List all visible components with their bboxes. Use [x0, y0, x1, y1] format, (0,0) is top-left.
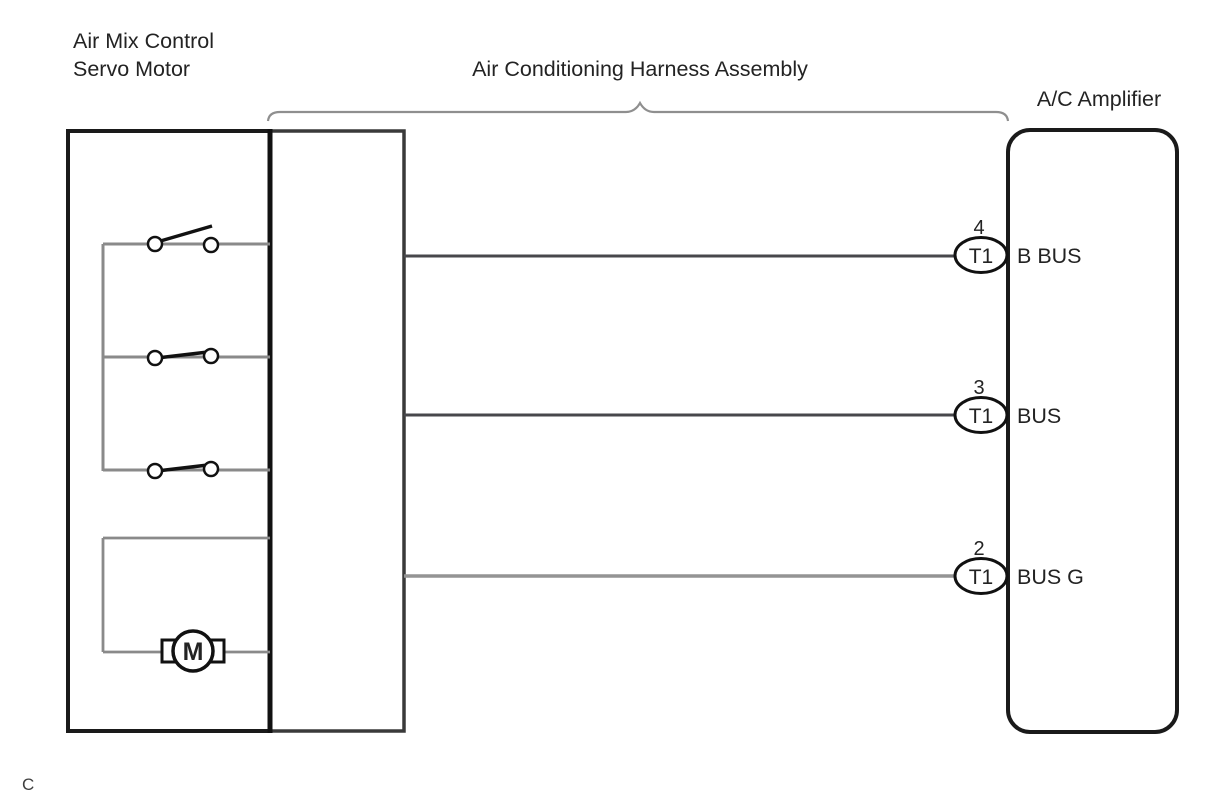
- switch-1-blade: [156, 224, 213, 244]
- pin-number: 2: [973, 538, 984, 560]
- switch-1-contact-left: [146, 235, 164, 253]
- motor-circle: [171, 629, 215, 673]
- switch-3-contact-right: [202, 460, 220, 478]
- switch-3: [103, 460, 270, 480]
- servo-motor-label-line1: Air Mix Control: [73, 29, 214, 53]
- terminal-oval: [953, 557, 1009, 595]
- switch-1: [103, 224, 270, 254]
- pin-number: 3: [973, 377, 984, 399]
- terminal-oval: [953, 396, 1009, 434]
- switch-2-contact-left: [146, 349, 164, 367]
- terminal-bus: 3 T1 BUS: [953, 377, 1061, 434]
- signal-label: BUS G: [1017, 565, 1084, 589]
- switch-3-blade: [156, 463, 209, 473]
- signal-label: B BUS: [1017, 244, 1082, 268]
- switch-2-contact-right: [202, 347, 220, 365]
- terminal-oval: [953, 236, 1009, 274]
- switch-1-contact-right: [202, 236, 220, 254]
- motor-circuit: M: [101, 536, 270, 673]
- servo-motor-label-line2: Servo Motor: [73, 57, 190, 81]
- harness-brace: [266, 100, 1010, 122]
- ac-amplifier-box: [1006, 128, 1179, 734]
- switch-2-blade: [156, 350, 209, 360]
- pin-number: 4: [973, 217, 984, 239]
- switch-2: [103, 347, 270, 367]
- connector-strip-box: [268, 129, 406, 733]
- switch-3-contact-left: [146, 462, 164, 480]
- harness-label: Air Conditioning Harness Assembly: [472, 57, 808, 81]
- motor-letter: M: [183, 638, 204, 666]
- page-marker: C: [22, 775, 34, 794]
- connector-code: T1: [969, 245, 994, 268]
- terminal-b-bus: 4 T1 B BUS: [953, 217, 1082, 274]
- terminal-bus-g: 2 T1 BUS G: [953, 538, 1084, 595]
- amplifier-label: A/C Amplifier: [1037, 87, 1161, 111]
- connector-code: T1: [969, 405, 994, 428]
- signal-label: BUS: [1017, 404, 1061, 428]
- connector-code: T1: [969, 566, 994, 589]
